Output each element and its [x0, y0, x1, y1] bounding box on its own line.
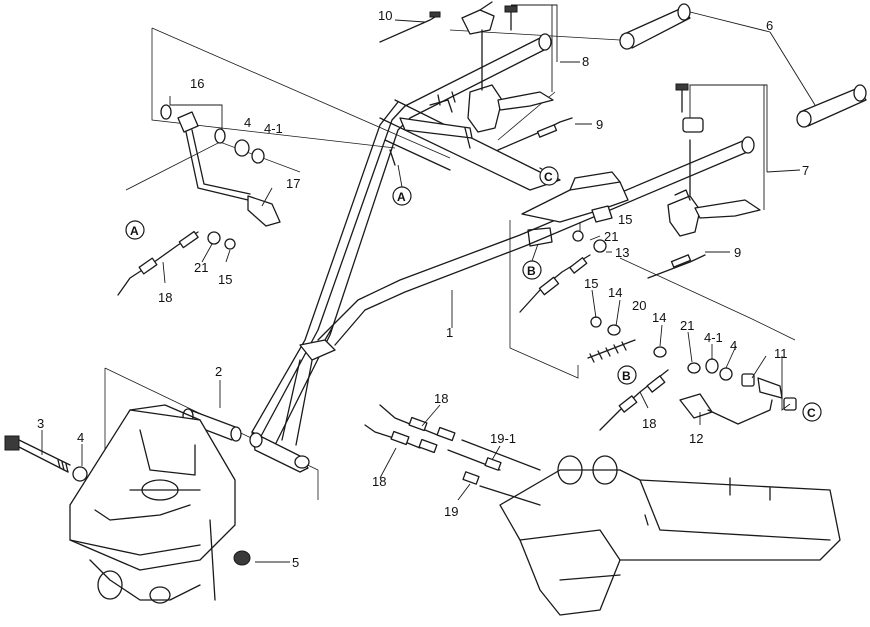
callout-7: 7 [802, 163, 809, 178]
callout-6: 6 [766, 18, 773, 33]
cable-18-left [117, 230, 236, 296]
left-lever-assembly [461, 1, 554, 133]
callout-labels: 1 2 3 4 5 6 7 8 9 9 10 11 12 13 14 14 15… [37, 8, 809, 570]
ref-a-bracket: A [397, 190, 406, 204]
callout-21-left: 21 [194, 260, 208, 275]
callout-4-right: 4 [730, 338, 737, 353]
callout-18-left: 18 [158, 290, 172, 305]
callout-5: 5 [292, 555, 299, 570]
callout-11: 11 [774, 346, 788, 361]
callout-9-upper: 9 [596, 117, 603, 132]
callout-20: 20 [632, 298, 646, 313]
callout-16: 16 [190, 76, 204, 91]
callout-14-left: 14 [608, 285, 622, 300]
callout-12: 12 [689, 431, 703, 446]
shift-lever-assembly [160, 104, 281, 227]
assembly-guide-lines [104, 27, 796, 500]
callout-2: 2 [215, 364, 222, 379]
callout-15-upper: 15 [618, 212, 632, 227]
cables-9-10 [379, 11, 706, 279]
right-small-parts [519, 230, 797, 431]
callout-3: 3 [37, 416, 44, 431]
lower-parts [4, 408, 251, 566]
ref-c-bracket: C [544, 170, 553, 184]
callout-18-right: 18 [642, 416, 656, 431]
callout-4-1-right: 4-1 [704, 330, 723, 345]
callout-19: 19 [444, 504, 458, 519]
callout-13: 13 [615, 245, 629, 260]
ref-b-bracket: B [527, 264, 536, 278]
callout-15-left: 15 [218, 272, 232, 287]
ref-a-left: A [130, 224, 139, 238]
callout-1: 1 [446, 325, 453, 340]
right-lever-assembly [667, 83, 761, 237]
ref-b-cable: B [622, 369, 631, 383]
callout-4-1-left: 4-1 [264, 121, 283, 136]
callout-15-mid: 15 [584, 276, 598, 291]
callout-21-upper: 21 [604, 229, 618, 244]
grips [619, 3, 867, 128]
reference-markers: A A B B C C [125, 164, 822, 422]
callout-4-bolt: 4 [77, 430, 84, 445]
cable-bracket-upper [399, 91, 473, 149]
ref-c-lever: C [807, 406, 816, 420]
callout-19-1: 19-1 [490, 431, 516, 446]
callout-21-right: 21 [680, 318, 694, 333]
callout-9-lower: 9 [734, 245, 741, 260]
gearbox-housing [69, 404, 236, 604]
callout-4-left: 4 [244, 115, 251, 130]
tiller-frame [499, 455, 841, 616]
cables-lower [364, 404, 541, 506]
callout-8: 8 [582, 54, 589, 69]
callout-14-right: 14 [652, 310, 666, 325]
bracket-c [521, 171, 629, 247]
callout-10: 10 [378, 8, 392, 23]
callout-18-center-lower: 18 [372, 474, 386, 489]
callout-18-center-upper: 18 [434, 391, 448, 406]
callout-leaders [41, 4, 816, 563]
callout-17: 17 [286, 176, 300, 191]
